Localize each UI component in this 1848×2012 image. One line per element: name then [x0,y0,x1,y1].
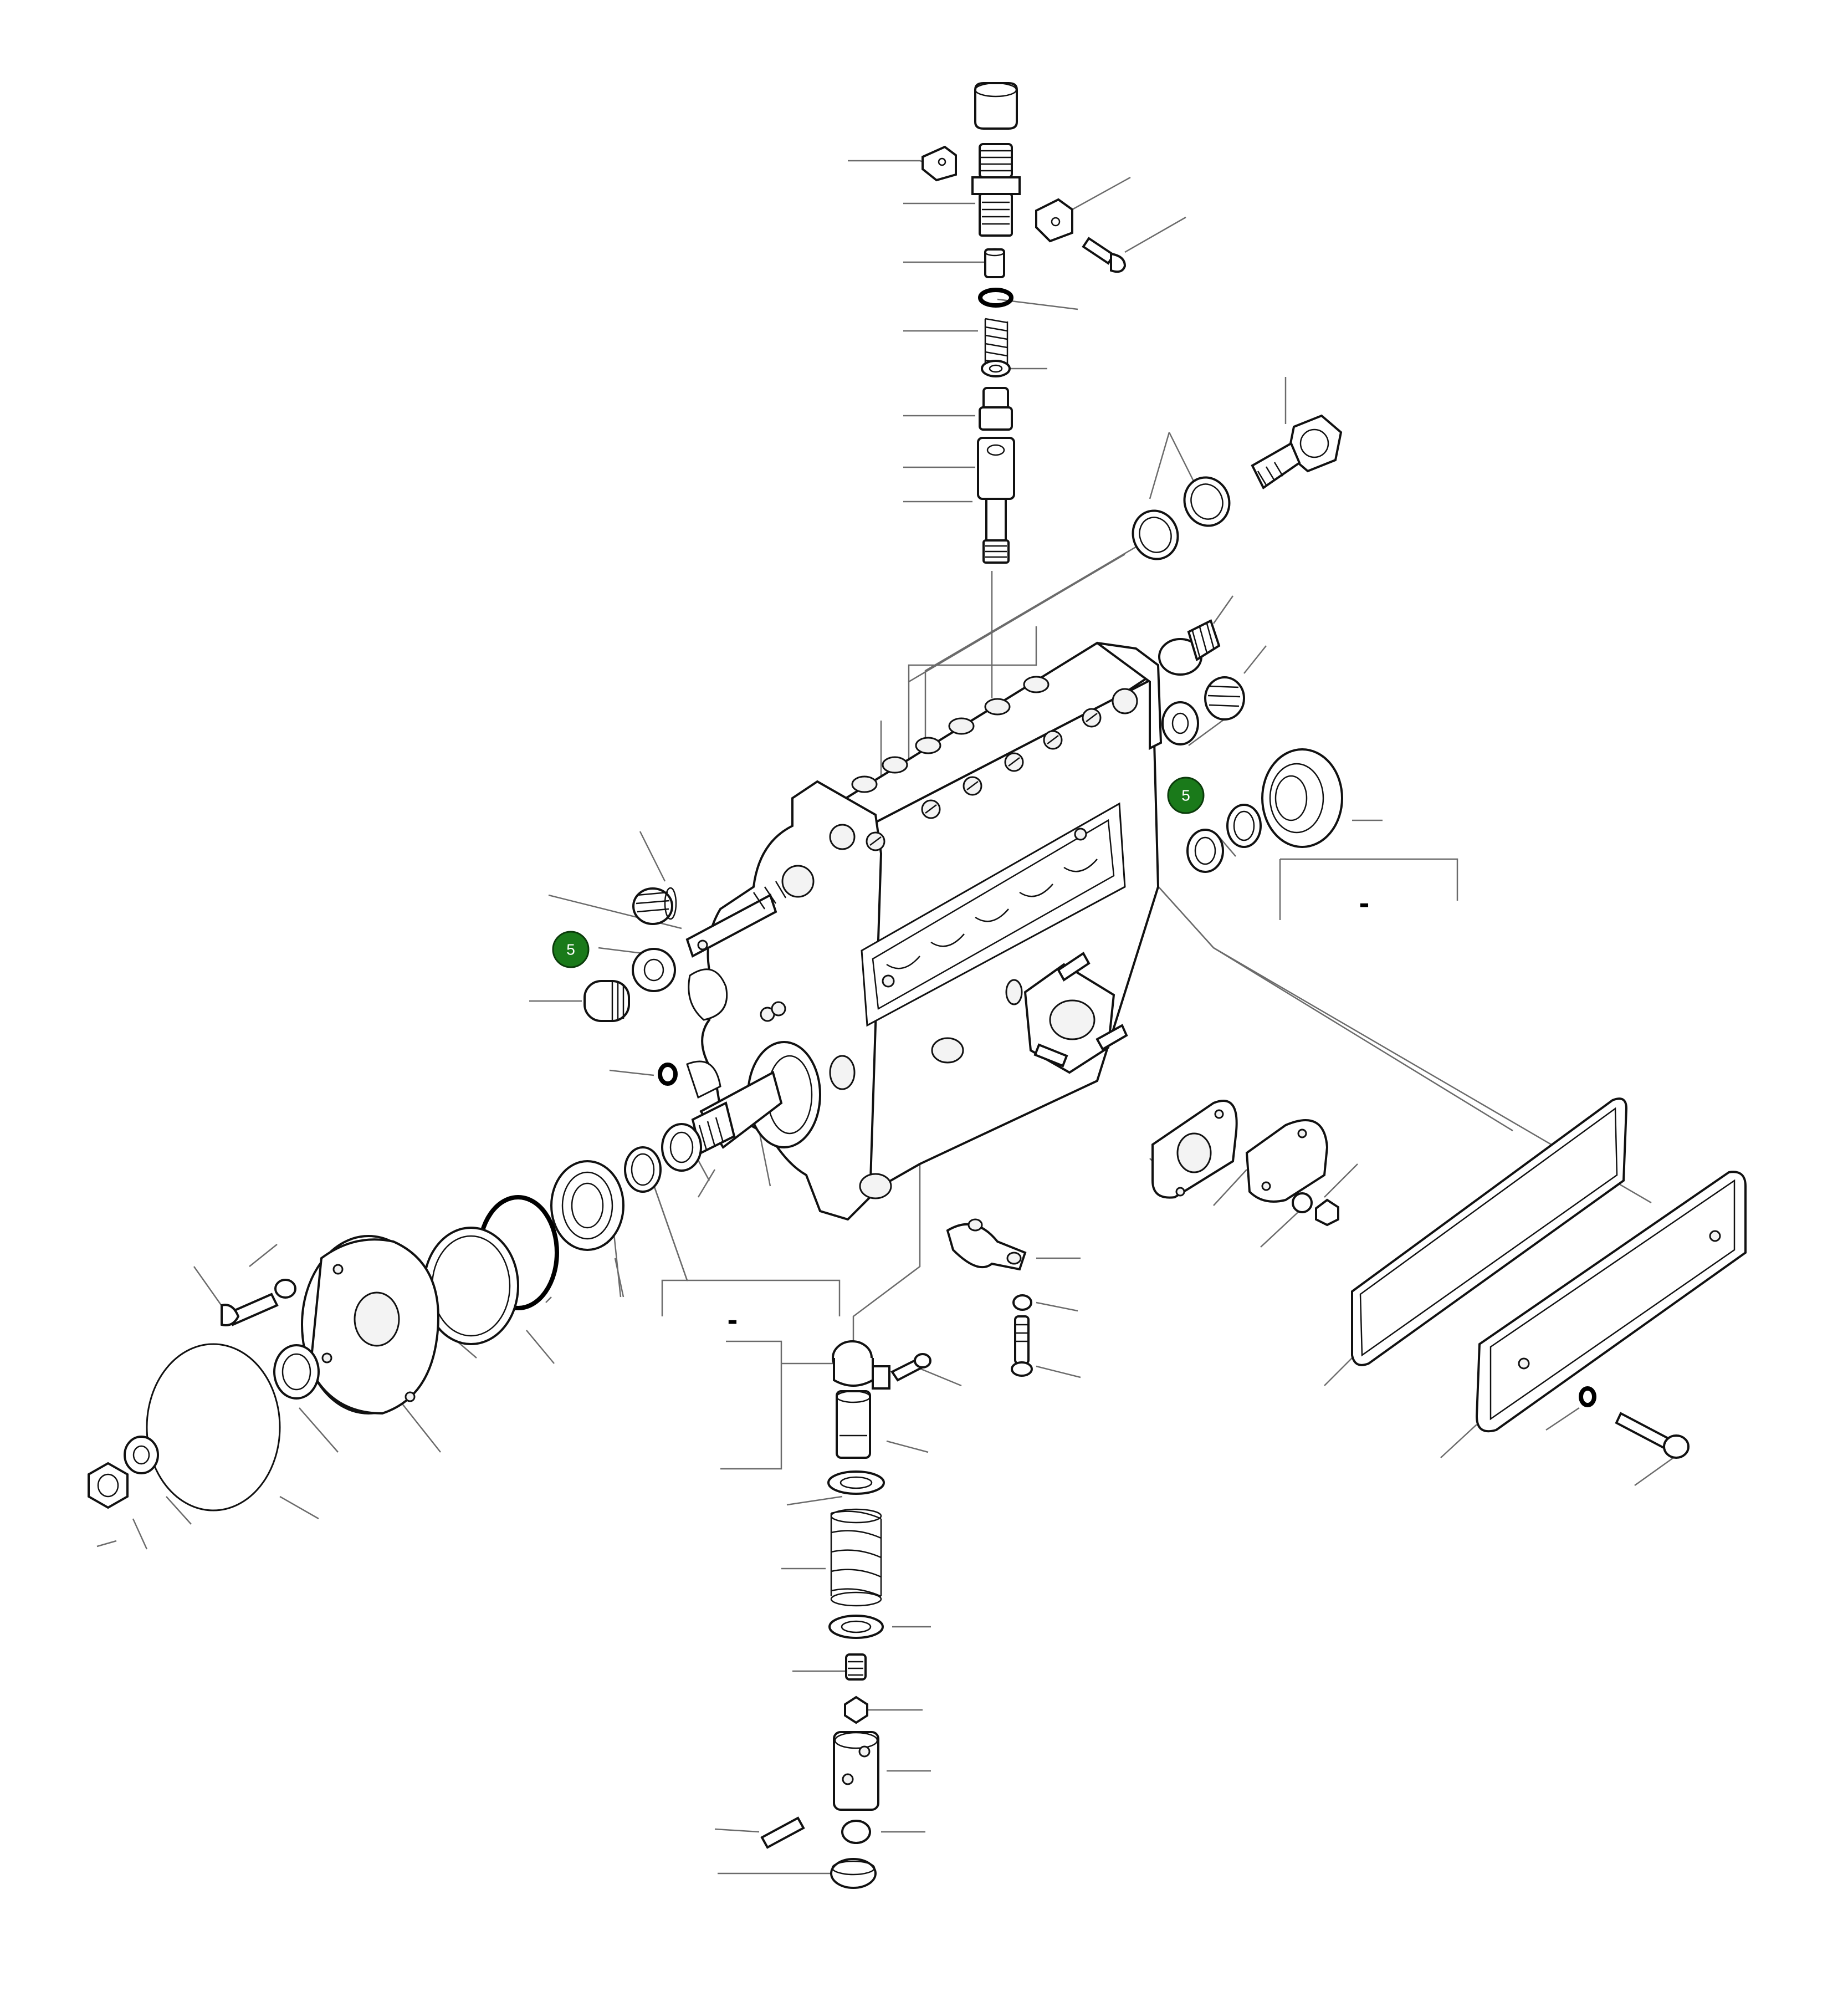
outlet-1 [851,775,878,793]
outlet-4 [948,717,975,735]
plunger-barrel [977,437,1015,564]
tappet-pin [760,1816,805,1849]
top-valve-column [922,82,1127,564]
side-gasket [1351,1097,1628,1366]
lock-washer-right [1292,1192,1313,1213]
outlet-2 [882,756,908,774]
bolt-bracket [1011,1315,1033,1377]
plug-right-threaded [1204,676,1245,721]
o-ring-top [978,288,1013,308]
clamp-screw [890,1353,931,1382]
callout-badge[interactable]: 5 [552,931,590,968]
control-sleeve-body [836,1390,871,1459]
lock-nut-lower [844,1696,868,1724]
delivery-valve-holder [971,143,1021,237]
banjo-bolt [1251,414,1343,489]
washer-bracket [1012,1294,1032,1311]
upper-right-fittings [1132,414,1343,560]
callout-badge[interactable]: 5 [1167,777,1205,814]
gasket-small [1151,1100,1238,1199]
bearing-right [1261,748,1343,848]
callout-badge-label: 5 [566,941,575,958]
plug-right-top [1158,619,1221,676]
screw-top [1082,237,1127,273]
pump-housing [686,641,1163,1221]
small-fitting [984,248,1005,278]
sealing-ring-small [1132,509,1179,560]
spacer-ring-shaft [624,1146,662,1193]
clip-part-right [1035,198,1073,243]
tappet-cap [830,1858,877,1889]
right-side-parts [1151,619,1747,1459]
cover-small [1245,1119,1329,1203]
group-label: - [728,1302,738,1337]
bushing-left [632,948,676,992]
spring-top [984,318,1009,366]
ring-right-2 [1186,829,1224,873]
washer-flange [274,1279,296,1299]
plug-left [583,980,630,1022]
hex-nut-left [88,1462,129,1509]
o-ring-cover-bolt [1579,1386,1596,1407]
cap-part [974,82,1018,130]
outlet-5 [984,698,1011,716]
roller-tappet [833,1731,879,1811]
lock-washer-left [124,1436,159,1474]
camshaft [691,1041,821,1155]
cover-bolt [1615,1412,1690,1459]
clip-part-left [922,145,957,182]
washer-top [981,360,1011,377]
control-sleeve [832,1340,890,1390]
rack-lever [685,881,787,958]
callout-badge-label: 5 [1181,787,1190,804]
sealing-ring-large [1183,476,1231,527]
seal-ring-shaft [661,1123,702,1172]
upper-spring-seat [827,1470,885,1495]
end-cover-flange [301,1235,439,1415]
plunger-spring [830,1508,882,1607]
shaft-seal [273,1344,320,1400]
side-cover [1475,1171,1747,1433]
studs-front [1033,952,1128,1068]
bearing-left [550,1160,624,1251]
o-ring-cover [146,1343,281,1511]
left-side-parts [88,881,787,1511]
group-label: - [1359,885,1370,920]
o-ring-left [658,1063,678,1086]
ring-right-1 [1226,804,1262,848]
bushing-right [1161,701,1199,745]
plug-threaded-left [632,887,677,925]
outlet-6 [1023,676,1050,693]
adjusting-screws [866,708,1102,851]
screw-flange [221,1293,279,1326]
lower-spring-seat [828,1615,884,1639]
adjusting-screw-lower [845,1653,867,1681]
lower-column [760,1218,1033,1889]
bracket-clamp [946,1218,1027,1271]
outlet-3 [915,737,941,754]
delivery-valve [979,387,1013,431]
nut-right [1315,1198,1339,1227]
tappet-roller [841,1820,871,1844]
